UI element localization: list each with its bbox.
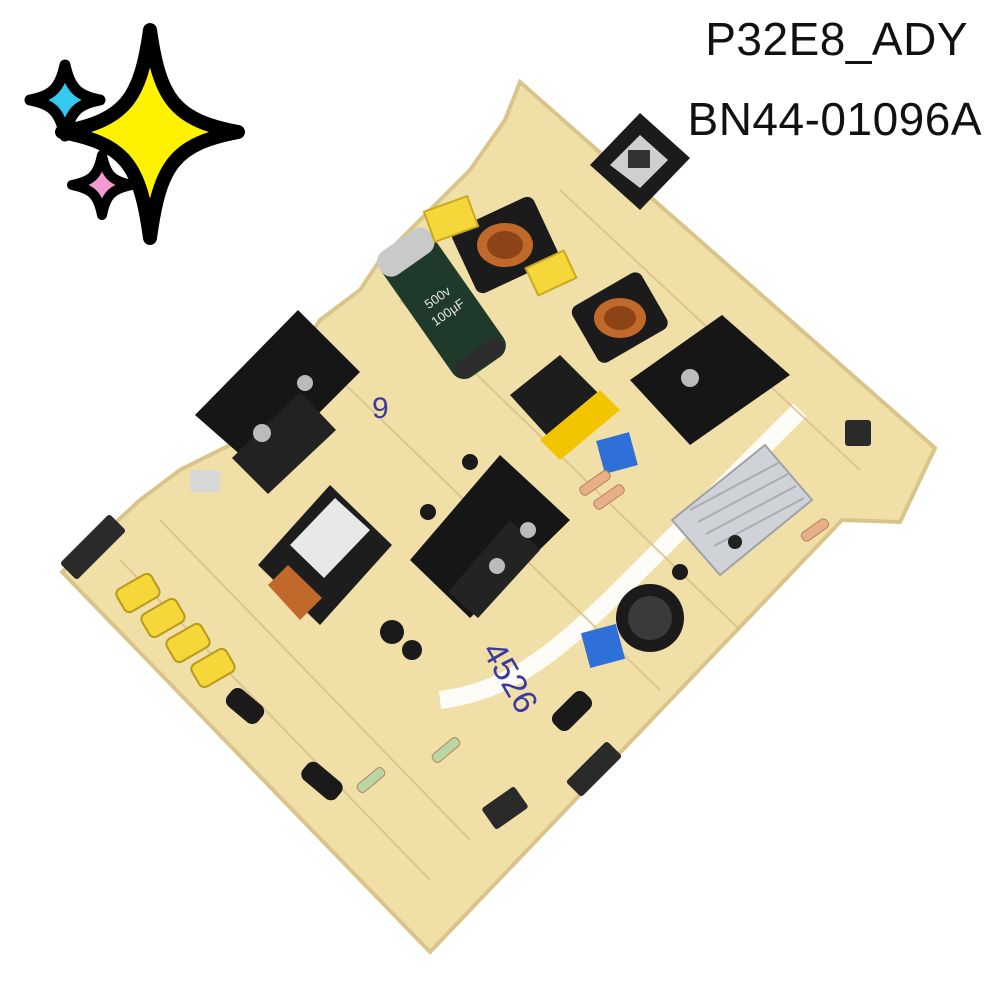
heatsink — [630, 315, 790, 445]
power-board: 500v 100µF — [59, 78, 938, 955]
sparkle-icon — [24, 23, 245, 245]
heatsink — [410, 455, 570, 618]
heatsink — [195, 310, 360, 494]
capacitor-group — [115, 572, 236, 689]
output-inductor — [616, 584, 684, 652]
transformer — [510, 355, 620, 460]
transformer — [258, 485, 392, 625]
model-label: P32E8_ADY — [705, 13, 968, 65]
bulk-capacitor: 500v 100µF — [376, 227, 506, 380]
aluminum-heatsink — [670, 443, 814, 577]
board-connector — [61, 420, 871, 829]
part-number-label: BN44-01096A — [687, 93, 982, 145]
coil — [571, 272, 668, 363]
handwritten-note: 9 — [372, 392, 389, 425]
ac-connector — [590, 113, 690, 210]
